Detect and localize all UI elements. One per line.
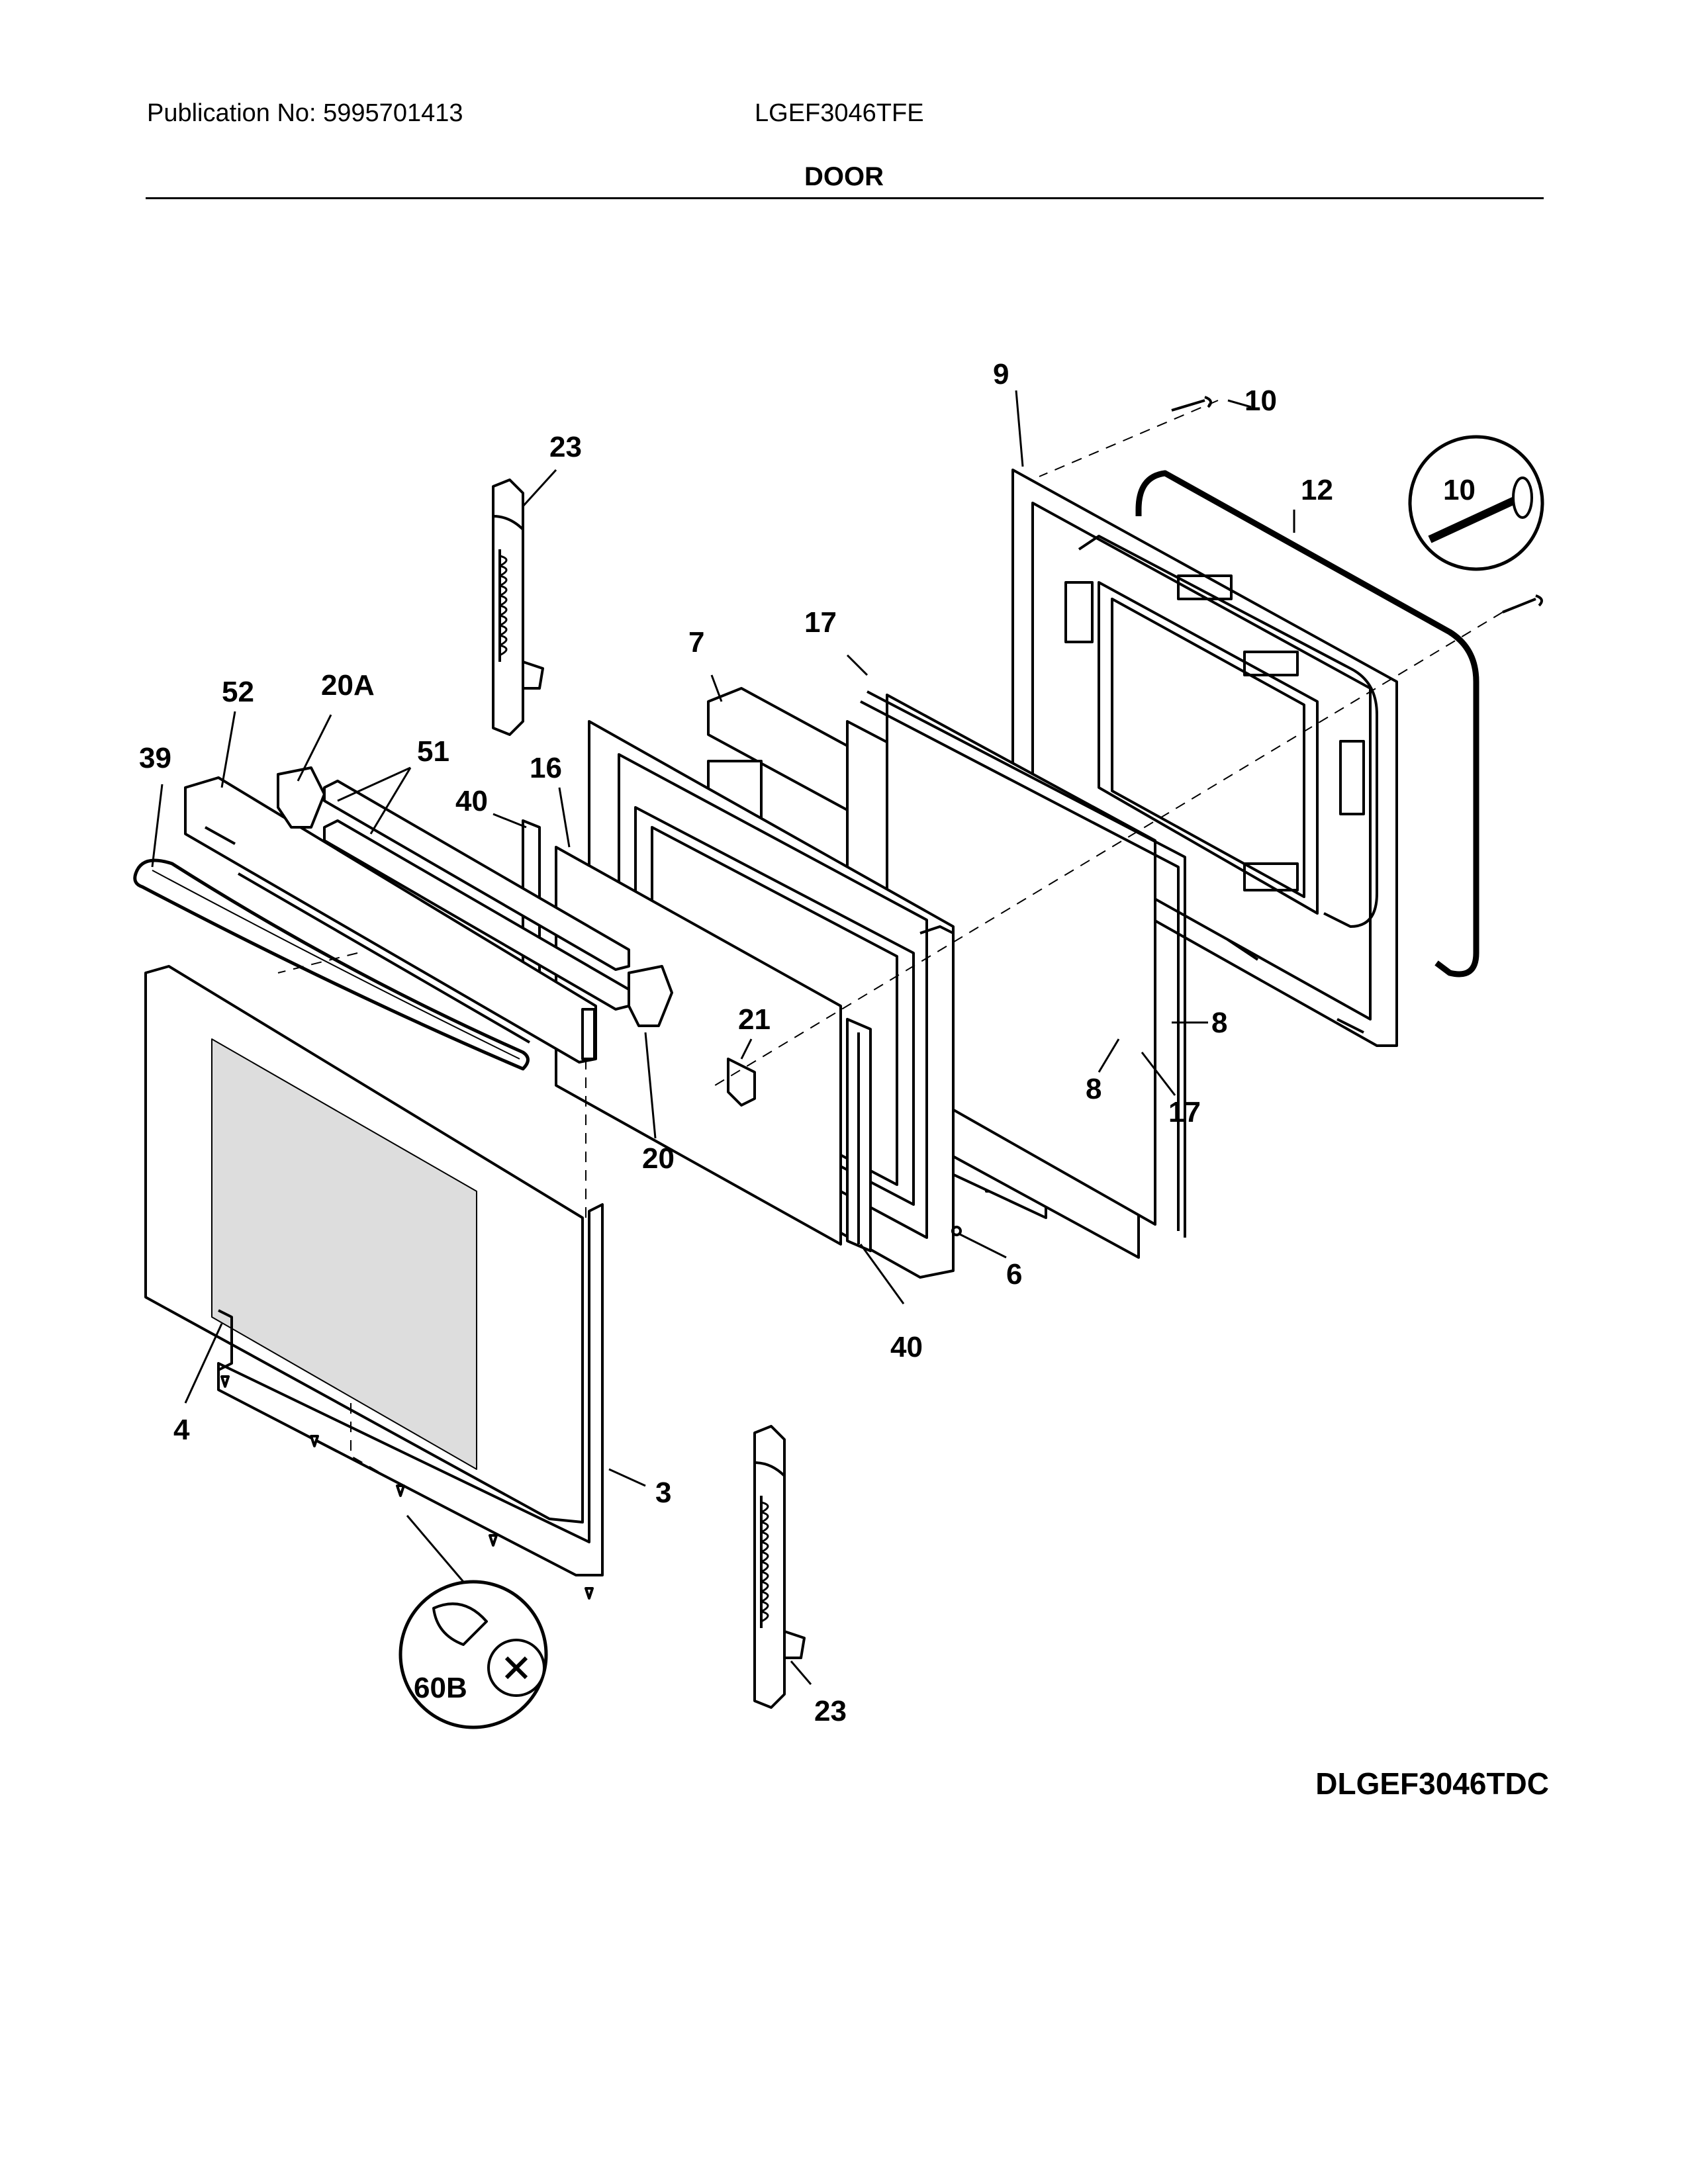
callout-23-bottom: 23 [814, 1695, 847, 1727]
hinge-bottom [753, 1425, 806, 1709]
callout-7: 7 [688, 626, 704, 659]
screw-detail-callout [399, 1580, 548, 1729]
outer-door-panel [144, 965, 604, 1576]
callout-4: 4 [173, 1414, 190, 1446]
insulation-retainer [727, 1058, 756, 1107]
end-cap-left [277, 766, 326, 829]
publication-number: Publication No: 5995701413 [147, 99, 463, 127]
callout-17-top: 17 [804, 606, 837, 639]
callout-40-right: 40 [890, 1331, 923, 1363]
end-cap-right [628, 965, 673, 1027]
alignment-lines [277, 400, 1503, 1483]
door-handle [133, 858, 530, 1071]
callout-8-lower: 8 [1086, 1073, 1102, 1105]
callout-21: 21 [738, 1003, 771, 1036]
leader-lines [151, 390, 1295, 1685]
callout-60b: 60B [414, 1672, 467, 1704]
header-rule [146, 197, 1544, 199]
callout-3: 3 [655, 1477, 671, 1509]
callout-17-bottom: 17 [1168, 1096, 1201, 1128]
door-screws [1171, 396, 1544, 614]
hinge-top [492, 478, 544, 736]
callout-8-right: 8 [1211, 1007, 1227, 1039]
side-trim-right [846, 1018, 872, 1252]
door-gasket [1135, 470, 1479, 978]
model-number: LGEF3046TFE [755, 99, 924, 127]
drawing-code: DLGEF3046TDC [1315, 1766, 1549, 1801]
section-title: DOOR [804, 162, 884, 191]
callout-9: 9 [993, 358, 1009, 390]
control-panel-trim [184, 776, 597, 1064]
callout-40-left: 40 [455, 785, 488, 817]
callout-20: 20 [642, 1142, 675, 1175]
callout-6: 6 [1006, 1258, 1022, 1291]
callout-39: 39 [139, 742, 171, 774]
door-bottom-screws [220, 1375, 594, 1600]
callout-10-detail: 10 [1443, 474, 1476, 506]
callout-12: 12 [1301, 474, 1333, 506]
callout-10-screw: 10 [1244, 385, 1277, 417]
callout-20a: 20A [321, 669, 375, 702]
callout-52: 52 [222, 676, 254, 708]
callout-16: 16 [530, 752, 562, 784]
callout-51: 51 [417, 735, 449, 768]
callout-23-top: 23 [549, 431, 582, 463]
